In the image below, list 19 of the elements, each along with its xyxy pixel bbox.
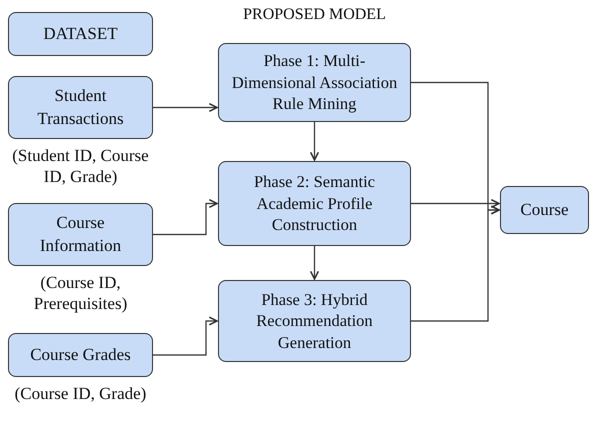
section-heading: PROPOSED MODEL — [242, 6, 387, 24]
node-caption: (Course ID, Prerequisites) — [32, 272, 128, 314]
arrow — [310, 246, 320, 280]
process-box: DATASET — [8, 12, 153, 56]
arrow — [310, 122, 320, 161]
process-box: Course Grades — [8, 333, 153, 377]
process-box: Student Transactions — [8, 76, 153, 139]
node-caption: (Course ID, Grade) — [14, 383, 148, 404]
node-caption: (Student ID, Course ID, Grade) — [11, 145, 150, 188]
process-box: Phase 2: Semantic Academic Profile Construction — [218, 161, 411, 246]
arrow — [411, 205, 500, 322]
arrow — [153, 198, 218, 236]
arrow — [411, 198, 500, 208]
process-box: Phase 3: Hybrid Recommendation Generation — [218, 280, 411, 362]
process-box: Course Information — [8, 203, 153, 266]
process-box: Course — [500, 186, 589, 234]
process-box: Phase 1: Multi-Dimensional Association Rule Mining — [218, 43, 411, 122]
arrow — [153, 102, 218, 112]
arrow — [153, 316, 218, 356]
